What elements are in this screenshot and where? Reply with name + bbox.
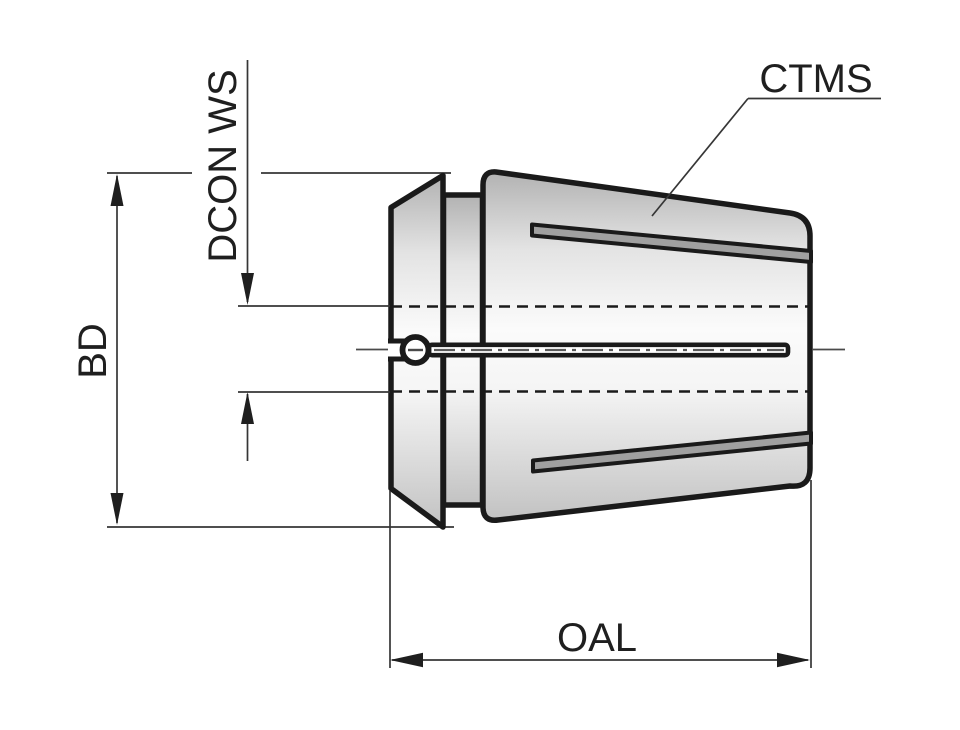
dcon-arrow-up-icon xyxy=(241,392,254,424)
label-dcon-ws: DCON WS xyxy=(201,69,245,262)
upper-slit xyxy=(530,222,813,264)
bd-extension-lines xyxy=(107,172,454,528)
label-oal: OAL xyxy=(557,616,637,660)
bore-hidden-lines xyxy=(391,305,808,393)
dimension-bd: BD xyxy=(71,174,124,525)
bd-arrow-down-icon xyxy=(110,493,124,525)
label-bd: BD xyxy=(71,323,115,379)
lower-slit xyxy=(531,430,813,474)
dimension-oal: OAL xyxy=(389,480,812,668)
oal-arrow-left-icon xyxy=(390,652,423,668)
dimension-dcon-ws: DCON WS xyxy=(201,60,390,461)
ctms-leader-line xyxy=(651,97,749,217)
collet-slits xyxy=(530,222,813,474)
label-ctms: CTMS xyxy=(759,57,872,101)
central-slot xyxy=(356,334,845,366)
oal-arrow-right-icon xyxy=(777,652,810,668)
bd-arrow-up-icon xyxy=(110,174,124,206)
callout-ctms: CTMS xyxy=(651,57,881,217)
dcon-arrow-down-icon xyxy=(241,273,254,305)
